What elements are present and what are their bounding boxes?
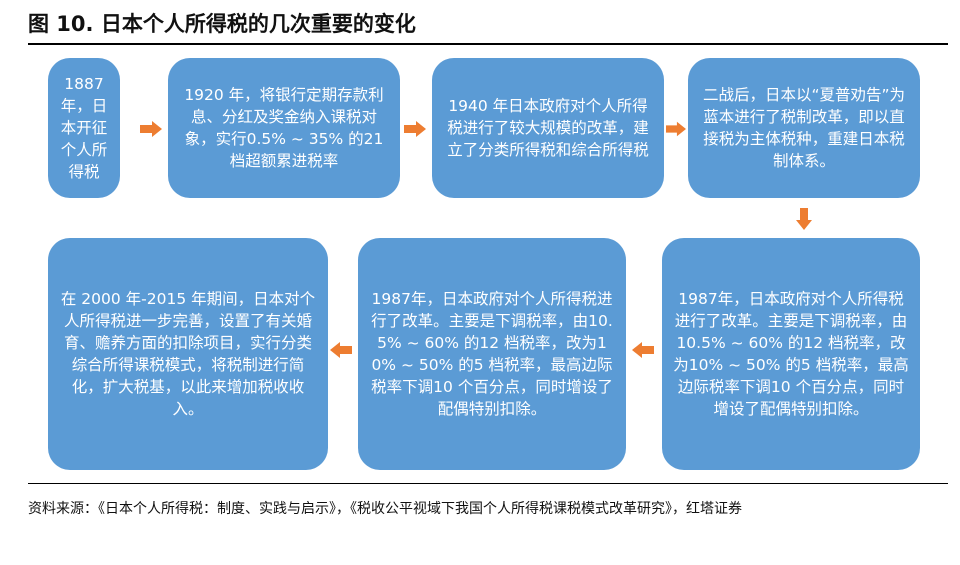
arrow-down-icon bbox=[796, 208, 812, 230]
arrow-right-icon bbox=[666, 121, 686, 137]
arrow-left-icon bbox=[330, 342, 352, 358]
step-text-1887: 1887年，日本开征个人所得税 bbox=[60, 75, 108, 181]
step-text-1987-b: 1987年，日本政府对个人所得税进行了改革。主要是下调税率，由10.5% ~ 6… bbox=[371, 290, 613, 418]
step-box-1987-b: 1987年，日本政府对个人所得税进行了改革。主要是下调税率，由10.5% ~ 6… bbox=[358, 238, 626, 470]
step-text-1987-a: 1987年，日本政府对个人所得税进行了改革。主要是下调税率，由10.5% ~ 6… bbox=[673, 290, 909, 418]
title-divider bbox=[28, 43, 948, 45]
arrow-right-icon bbox=[404, 121, 426, 137]
step-box-2000-2015: 在 2000 年-2015 年期间，日本对个人所得税进一步完善，设置了有关婚育、… bbox=[48, 238, 328, 470]
source-note: 资料来源：《日本个人所得税：制度、实践与启示》，《税收公平视域下我国个人所得税课… bbox=[28, 501, 742, 517]
step-box-1887: 1887年，日本开征个人所得税 bbox=[48, 58, 120, 198]
figure-title: 图 10. 日本个人所得税的几次重要的变化 bbox=[28, 12, 416, 36]
step-text-postwar: 二战后，日本以“夏普劝告”为蓝本进行了税制改革，即以直接税为主体税种，重建日本税… bbox=[702, 86, 906, 170]
source-divider bbox=[28, 483, 948, 484]
arrow-right-icon bbox=[140, 121, 162, 137]
step-text-2000-2015: 在 2000 年-2015 年期间，日本对个人所得税进一步完善，设置了有关婚育、… bbox=[60, 290, 316, 418]
step-box-postwar: 二战后，日本以“夏普劝告”为蓝本进行了税制改革，即以直接税为主体税种，重建日本税… bbox=[688, 58, 920, 198]
step-box-1987-a: 1987年，日本政府对个人所得税进行了改革。主要是下调税率，由10.5% ~ 6… bbox=[662, 238, 920, 470]
step-text-1940: 1940 年日本政府对个人所得税进行了较大规模的改革，建立了分类所得税和综合所得… bbox=[447, 97, 649, 159]
step-text-1920: 1920 年，将银行定期存款利息、分红及奖金纳入课税对象，实行0.5% ~ 35… bbox=[184, 86, 384, 170]
step-box-1940: 1940 年日本政府对个人所得税进行了较大规模的改革，建立了分类所得税和综合所得… bbox=[432, 58, 664, 198]
step-box-1920: 1920 年，将银行定期存款利息、分红及奖金纳入课税对象，实行0.5% ~ 35… bbox=[168, 58, 400, 198]
arrow-left-icon bbox=[632, 342, 654, 358]
